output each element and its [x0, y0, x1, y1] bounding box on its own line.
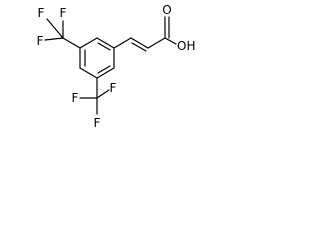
- ring-bond: [79, 37, 98, 49]
- molecule-drawing: F F F F F F O OH: [37, 3, 196, 130]
- fluorine-label: F: [72, 91, 79, 105]
- fluorine-label: F: [94, 116, 101, 130]
- ring-double-bond: [97, 42, 111, 51]
- cf3-lower: [79, 77, 110, 115]
- fluorine-label: F: [38, 6, 45, 20]
- fluorine-label: F: [37, 34, 44, 48]
- ring-bond: [96, 67, 115, 79]
- oxygen-label: O: [162, 3, 171, 17]
- alkene-double-bond: [131, 42, 147, 52]
- hydroxyl-bond: [164, 37, 177, 45]
- fluorine-label: F: [110, 81, 117, 95]
- ring-bond: [79, 67, 98, 79]
- cf3-upper: [44, 18, 81, 49]
- chain-bond: [147, 37, 166, 49]
- acrylic-chain: [113, 16, 177, 52]
- c-f-bond: [96, 89, 110, 99]
- structure-diagram: F F F F F F O OH: [0, 0, 222, 150]
- ring-to-cf3-bond: [62, 37, 81, 49]
- benzene-ring: [79, 37, 115, 79]
- c-f-bond: [46, 18, 64, 39]
- fluorine-label: F: [60, 6, 67, 20]
- c-f-bond: [44, 37, 64, 41]
- ring-bond: [96, 37, 115, 49]
- hydroxyl-label: OH: [177, 39, 195, 53]
- alkene-bond: [130, 37, 149, 49]
- chain-bond: [113, 37, 132, 49]
- ring-double-bond: [97, 65, 111, 74]
